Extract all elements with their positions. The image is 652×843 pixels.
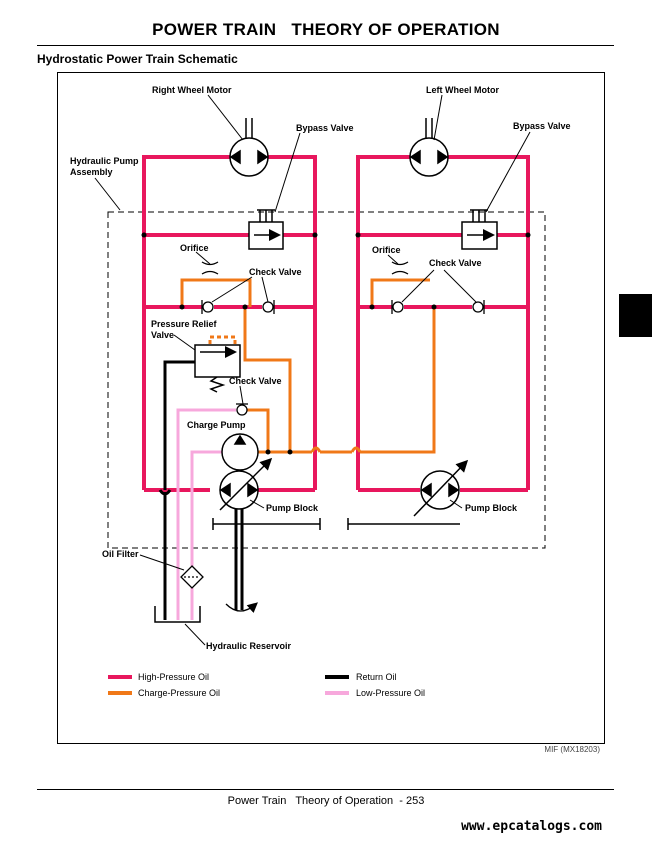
left-wheel-motor	[409, 118, 449, 177]
junction-dots	[141, 232, 531, 455]
label-hydraulic-reservoir: Hydraulic Reservoir	[206, 641, 292, 651]
orifice-right	[201, 261, 219, 275]
legend-label-low-pressure: Low-Pressure Oil	[356, 688, 425, 698]
right-wheel-motor	[229, 118, 269, 177]
oil-filter	[180, 565, 204, 589]
label-orifice-left: Orifice	[372, 245, 401, 255]
rotation-arrow	[225, 602, 258, 614]
label-pump-block-right: Pump Block	[266, 503, 319, 513]
label-left-wheel-motor: Left Wheel Motor	[426, 85, 499, 95]
reservoir	[154, 606, 201, 623]
label-right-wheel-motor: Right Wheel Motor	[152, 85, 232, 95]
leader-lines	[94, 94, 531, 646]
bypass-valve-right	[248, 209, 284, 250]
pump-assembly-outline	[107, 211, 546, 549]
label-pressure-relief-2: Valve	[151, 330, 174, 340]
label-pump-block-left: Pump Block	[465, 503, 518, 513]
label-hydraulic-pump-2: Assembly	[70, 167, 113, 177]
section-thumb-tab	[619, 294, 652, 337]
label-oil-filter: Oil Filter	[102, 549, 139, 559]
page-title: POWER TRAIN THEORY OF OPERATION	[152, 20, 500, 39]
legend-label-return: Return Oil	[356, 672, 397, 682]
section-title: Hydrostatic Power Train Schematic	[37, 52, 238, 66]
pressure-relief-valve	[194, 344, 241, 393]
charge-pump	[221, 433, 259, 471]
legend-label-charge-pressure: Charge-Pressure Oil	[138, 688, 220, 698]
watermark: www.epcatalogs.com	[461, 819, 602, 834]
low-pressure-lines	[176, 408, 236, 620]
high-pressure-lines	[142, 155, 530, 492]
label-bypass-valve-right: Bypass Valve	[296, 123, 354, 133]
title-divider	[37, 45, 614, 46]
return-lines	[158, 360, 244, 620]
label-charge-pump: Charge Pump	[187, 420, 246, 430]
label-check-valve-left: Check Valve	[429, 258, 482, 268]
diagram-frame	[57, 72, 605, 744]
label-bypass-valve-left: Bypass Valve	[513, 121, 571, 131]
orifice-left	[391, 261, 409, 275]
label-orifice-right: Orifice	[180, 243, 209, 253]
label-hydraulic-pump-1: Hydraulic Pump	[70, 156, 139, 166]
check-valves	[201, 300, 485, 416]
pump-block-right	[212, 457, 321, 530]
charge-pressure-lines	[180, 278, 436, 454]
label-check-valve-right: Check Valve	[249, 267, 302, 277]
label-pressure-relief-1: Pressure Relief	[151, 319, 218, 329]
bypass-valve-left	[461, 209, 498, 250]
legend: High-Pressure Oil Charge-Pressure Oil Re…	[108, 672, 425, 698]
pump-block-left	[347, 459, 469, 530]
footer-divider	[37, 789, 614, 790]
figure-id: MIF (MX18203)	[544, 745, 600, 754]
page-footer: Power Train Theory of Operation - 253	[227, 795, 425, 807]
label-check-valve-charge: Check Valve	[229, 376, 282, 386]
legend-label-high-pressure: High-Pressure Oil	[138, 672, 209, 682]
